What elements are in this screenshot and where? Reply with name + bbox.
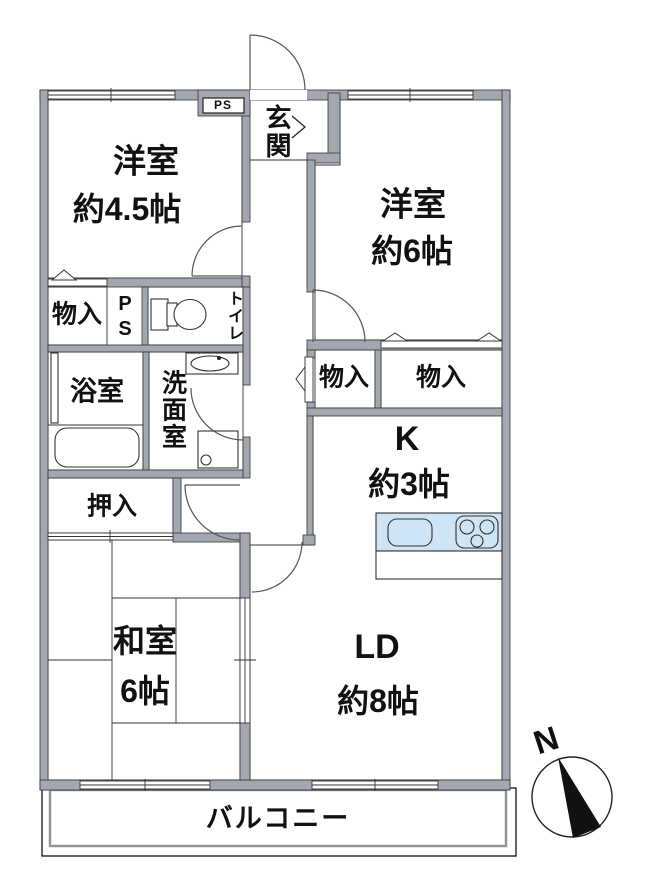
hallway-door-swing — [184, 484, 241, 541]
entrance-door-swing — [249, 34, 306, 91]
entrance-doorway — [250, 90, 307, 100]
window-bottom-left — [79, 779, 211, 791]
washing-machine-icon — [197, 430, 239, 469]
balcony-area — [41, 787, 517, 857]
label-bathroom: 浴室 — [70, 376, 124, 407]
entrance-arrow-icon — [291, 115, 307, 139]
balcony-floor — [48, 788, 508, 848]
label-washroom: 洗面室 — [158, 369, 187, 451]
label-western2-name: 洋室 — [380, 185, 446, 223]
windows — [47, 88, 503, 791]
label-storage-mid-right: 物入 — [415, 363, 467, 392]
door-swings — [184, 34, 366, 593]
kitchen-counter-front — [375, 550, 503, 580]
compass — [531, 756, 613, 838]
label-storage-mid-left: 物入 — [318, 363, 370, 392]
closet-fusuma — [47, 530, 174, 543]
label-balcony: バルコニー — [205, 803, 351, 834]
room-western-4p5 — [47, 97, 243, 279]
label-western1-name: 洋室 — [113, 142, 179, 180]
window-top-right — [347, 88, 474, 102]
storage-mid-right-doors — [380, 332, 503, 349]
label-entrance: 玄関 — [262, 103, 292, 161]
tatami-lines — [48, 540, 240, 780]
storage-top-door — [47, 269, 108, 287]
western-6-door-swing — [312, 289, 366, 343]
bathtub-icon — [48, 352, 143, 468]
pipe-space-box — [202, 97, 245, 114]
compass-needle-icon — [558, 757, 601, 838]
toilet-icon — [150, 298, 207, 331]
label-kitchen-size: 約3帖 — [368, 466, 450, 502]
label-japanese-size: 6帖 — [120, 673, 170, 709]
window-bottom-right — [311, 779, 439, 791]
living-door-swing — [251, 541, 303, 593]
japanese-room-fusuma — [234, 597, 256, 724]
label-western1-size: 約4.5帖 — [72, 191, 182, 227]
sink-icon — [185, 352, 239, 375]
label-toilet: トイレ — [225, 290, 242, 342]
label-living-size: 約8帖 — [337, 683, 419, 719]
window-top-left — [47, 88, 176, 102]
storage-mid-left-door — [295, 356, 314, 403]
label-pipe-space: PS — [213, 98, 233, 112]
label-storage-top: 物入 — [51, 300, 103, 329]
label-ps-shaft-s: S — [118, 318, 132, 340]
washroom-door-swing — [190, 387, 244, 441]
label-ps-shaft-p: P — [118, 293, 132, 315]
label-closet: 押入 — [86, 492, 138, 521]
kitchen-counter — [375, 512, 503, 580]
western-4p5-door-swing — [191, 225, 243, 277]
label-kitchen-name: K — [394, 420, 420, 458]
kitchen-sink-icon — [387, 518, 433, 547]
label-japanese-name: 和室 — [112, 623, 178, 659]
stove-icon — [455, 515, 499, 549]
label-western2-size: 約6帖 — [371, 233, 453, 269]
label-living-name: LD — [354, 628, 400, 666]
